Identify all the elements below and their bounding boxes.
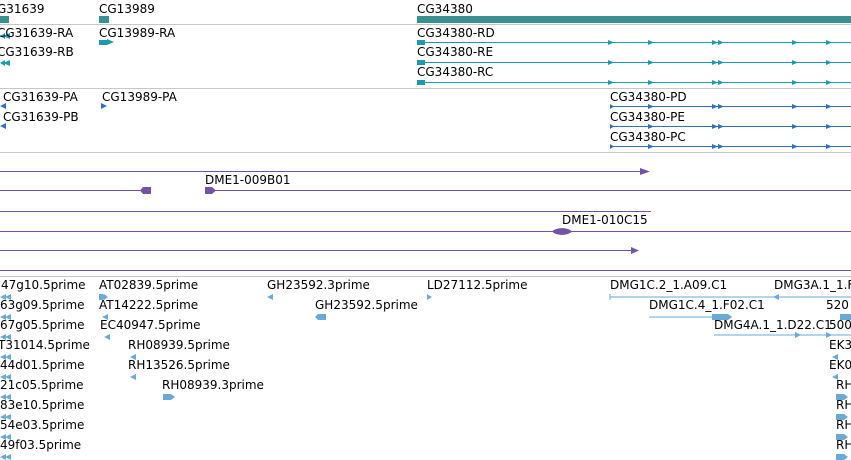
gene-bar[interactable] xyxy=(417,16,851,23)
transcript-glyphs xyxy=(0,33,851,85)
est-label[interactable]: GH23592.3prime xyxy=(267,278,370,292)
est-label[interactable]: RH xyxy=(836,398,851,412)
est-label[interactable]: RH08939.5prime xyxy=(128,338,230,352)
gene-label[interactable]: CG13989 xyxy=(99,2,155,16)
transcript-arrow[interactable] xyxy=(0,33,5,39)
est-label[interactable]: EC40947.5prime xyxy=(100,318,201,332)
gene-label[interactable]: CG34380 xyxy=(417,2,473,16)
est-label[interactable]: 83e10.5prime xyxy=(0,398,85,412)
est-label[interactable]: 520 xyxy=(826,298,849,312)
est-label[interactable]: LD27112.5prime xyxy=(427,278,528,292)
est-label[interactable]: AT02839.5prime xyxy=(99,278,199,292)
transcript-arrow[interactable] xyxy=(107,39,114,45)
est-label[interactable]: RH08939.3prime xyxy=(162,378,264,392)
transcript-arrow[interactable] xyxy=(3,60,10,66)
est-mid-glyphs[interactable] xyxy=(99,294,432,400)
est-label[interactable]: RH xyxy=(836,378,851,392)
clone-alignment[interactable] xyxy=(0,228,851,235)
clone-label[interactable]: DME1-009B01 xyxy=(205,173,291,187)
clone-label[interactable]: DME1-010C15 xyxy=(562,213,648,227)
protein-arrow[interactable] xyxy=(0,123,6,129)
gene-label[interactable]: G31639 xyxy=(0,2,45,16)
protein-cg34380-pd[interactable] xyxy=(610,104,851,109)
protein-track: CG31639-PA CG31639-PB CG13989-PA CG34380… xyxy=(0,89,851,152)
transcript-label[interactable]: CG13989-RA xyxy=(99,26,176,40)
transcript-label[interactable]: CG34380-RC xyxy=(417,65,494,79)
transcript-track: CG31639-RA CG31639-RB CG13989-RA CG34380… xyxy=(0,25,851,88)
est-label[interactable]: DMG1C.4_1.F02.C1 xyxy=(649,298,765,312)
est-label[interactable]: 44d01.5prime xyxy=(0,358,85,372)
est-label[interactable]: 500 xyxy=(829,318,851,332)
est-label[interactable]: 54e03.5prime xyxy=(0,418,85,432)
est-label[interactable]: T31014.5prime xyxy=(0,338,90,352)
protein-label[interactable]: CG34380-PE xyxy=(610,110,685,124)
est-label[interactable]: DMG1C.2_1.A09.C1 xyxy=(610,278,728,292)
est-label[interactable]: 67g05.5prime xyxy=(0,318,85,332)
gene-bar[interactable] xyxy=(99,16,109,23)
est-label[interactable]: RH xyxy=(836,438,851,452)
transcript-arrow[interactable] xyxy=(3,33,10,39)
clone-track: DME1-009B01 DME1-010C15 xyxy=(0,153,851,277)
transcript-label[interactable]: CG31639-RB xyxy=(0,45,74,59)
est-track: 47g10.5prime 63g09.5prime 67g05.5prime T… xyxy=(0,277,851,460)
clone-glyphs xyxy=(0,168,851,271)
clone-alignment[interactable] xyxy=(0,247,639,254)
transcript-label[interactable]: CG31639-RA xyxy=(0,26,74,40)
protein-cg34380-pe[interactable] xyxy=(610,124,851,129)
track-separator xyxy=(0,276,851,277)
protein-label[interactable]: CG34380-PC xyxy=(610,130,686,144)
transcript-cg34380-rd[interactable] xyxy=(417,40,851,45)
est-label[interactable]: DMG3A.1_1.F xyxy=(774,278,851,292)
gene-bar[interactable] xyxy=(0,16,9,23)
est-label[interactable]: EK3 xyxy=(829,338,851,352)
protein-label[interactable]: CG34380-PD xyxy=(610,90,687,104)
protein-arrow[interactable] xyxy=(101,103,107,109)
est-label[interactable]: EK0 xyxy=(829,358,851,372)
protein-arrow[interactable] xyxy=(0,103,6,109)
gene-track: G31639 CG13989 CG34380 xyxy=(0,0,851,24)
transcript-arrow[interactable] xyxy=(0,60,5,66)
est-label[interactable]: RH xyxy=(836,418,851,432)
protein-label[interactable]: CG31639-PB xyxy=(3,110,79,124)
est-label[interactable]: 49f03.5prime xyxy=(0,438,82,452)
est-right-glyphs[interactable] xyxy=(609,294,851,460)
clone-alignment[interactable] xyxy=(0,187,851,194)
transcript-cg34380-re[interactable] xyxy=(417,60,851,65)
transcript-cg34380-rc[interactable] xyxy=(417,80,851,85)
est-label[interactable]: GH23592.5prime xyxy=(315,298,418,312)
track-separator xyxy=(0,88,851,89)
est-label[interactable]: 47g10.5prime xyxy=(1,278,86,292)
est-label[interactable]: RH13526.5prime xyxy=(128,358,230,372)
est-label[interactable]: DMG4A.1_1.D22.C1 xyxy=(714,318,832,332)
transcript-exon[interactable] xyxy=(99,40,107,45)
est-label[interactable]: 21c05.5prime xyxy=(0,378,84,392)
protein-label[interactable]: CG31639-PA xyxy=(3,90,78,104)
est-glyphs xyxy=(0,294,851,460)
protein-cg34380-pc[interactable] xyxy=(610,144,851,149)
est-left-column-glyphs[interactable] xyxy=(0,294,11,460)
transcript-label[interactable]: CG34380-RD xyxy=(417,26,495,40)
protein-glyphs xyxy=(0,103,851,149)
protein-label[interactable]: CG13989-PA xyxy=(102,90,177,104)
est-label[interactable]: AT14222.5prime xyxy=(99,298,199,312)
clone-alignment[interactable] xyxy=(0,168,650,175)
track-separator xyxy=(0,24,851,25)
track-separator xyxy=(0,152,851,153)
est-label[interactable]: 63g09.5prime xyxy=(0,298,85,312)
transcript-label[interactable]: CG34380-RE xyxy=(417,45,494,59)
